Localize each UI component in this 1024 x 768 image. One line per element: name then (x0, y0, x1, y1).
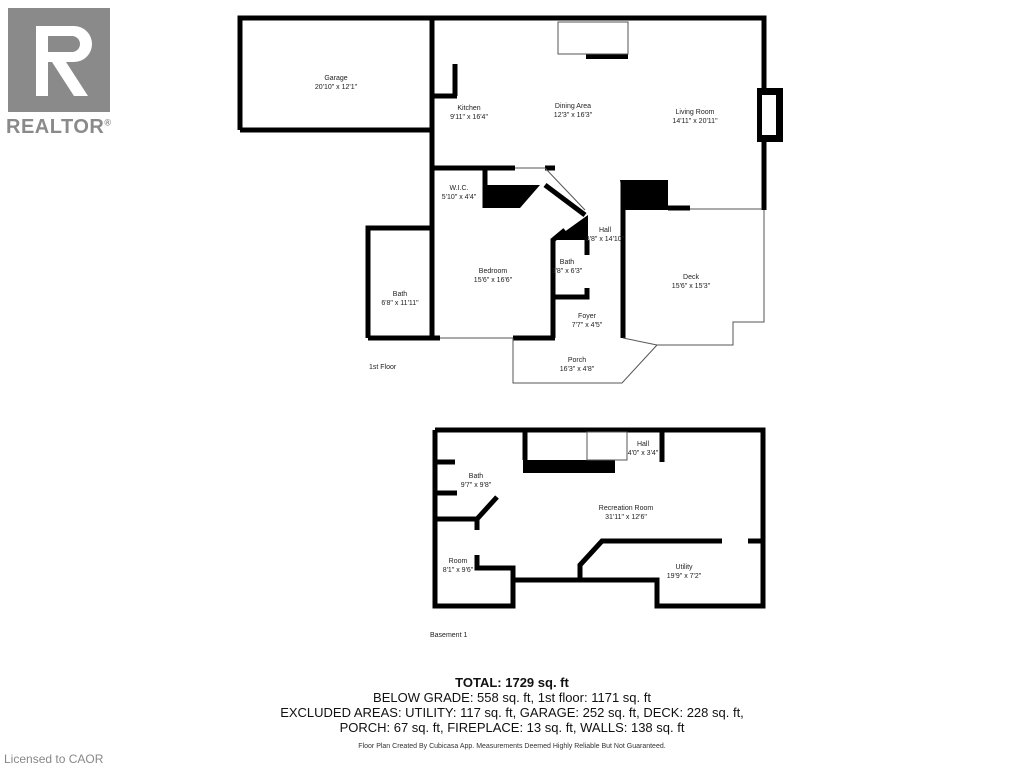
room-name: Living Room (676, 109, 715, 116)
room-name: Bath (393, 291, 408, 298)
floor-label: 1st Floor (369, 364, 397, 371)
basement-walls (432, 427, 766, 609)
room-name: Bath (560, 259, 575, 266)
room-name: Deck (683, 274, 699, 281)
room-dims: 4'0" x 3'4" (628, 450, 659, 457)
logo-text: REALTOR (6, 116, 105, 138)
room-name: Garage (324, 75, 347, 82)
room-dims: 19'9" x 7'2" (667, 573, 702, 580)
room-name: Bedroom (479, 268, 508, 275)
room-dims: 16'3" x 4'8" (560, 366, 595, 373)
room-name: Bath (469, 473, 484, 480)
first-floor-labels: Garage 20'10" x 12'1" Kitchen 9'11" x 16… (315, 75, 718, 373)
room-name: Hall (599, 227, 612, 234)
room-dims: 6'8" x 11'11" (381, 300, 419, 307)
room-name: Foyer (578, 313, 597, 320)
room-dims: 20'10" x 12'1" (315, 84, 358, 91)
room-name: Utility (675, 564, 693, 571)
room-name: Porch (568, 357, 586, 364)
logo-mark: ® (104, 117, 112, 128)
basement-fills (523, 460, 615, 473)
room-dims: 7'7" x 4'5" (572, 322, 603, 329)
first-floor-fills (485, 54, 783, 240)
realtor-logo: REALTOR® (6, 8, 126, 143)
room-dims: 5'10" x 4'4" (442, 194, 477, 201)
room-dims: 3'8" x 6'3" (552, 268, 583, 275)
room-name: Room (449, 558, 468, 565)
first-floor-walls (237, 15, 767, 341)
room-name: Dining Area (555, 103, 591, 110)
license-text: Licensed to CAOR (4, 752, 104, 766)
room-dims: 8'1" x 9'6" (443, 567, 474, 574)
room-dims: 15'6" x 15'3" (672, 283, 711, 290)
area-line-1: BELOW GRADE: 558 sq. ft, 1st floor: 1171… (373, 690, 651, 705)
credit-note: Floor Plan Created By Cubicasa App. Meas… (358, 743, 666, 750)
room-dims: 12'3" x 16'3" (554, 112, 593, 119)
room-dims: 31'11" x 12'6" (605, 514, 647, 521)
thin-lines (440, 21, 765, 384)
room-dims: 9'11" x 16'4" (450, 114, 488, 121)
room-name: W.I.C. (449, 185, 468, 192)
room-dims: 9'7" x 9'8" (461, 482, 492, 489)
room-name: Recreation Room (599, 505, 654, 512)
room-name: Kitchen (457, 105, 480, 112)
room-dims: 14'11" x 20'11" (672, 118, 718, 125)
room-dims: 3'8" x 14'10" (586, 236, 625, 243)
total-area: TOTAL: 1729 sq. ft (455, 675, 569, 690)
area-line-2: EXCLUDED AREAS: UTILITY: 117 sq. ft, GAR… (280, 705, 744, 720)
area-line-3: PORCH: 67 sq. ft, FIREPLACE: 13 sq. ft, … (339, 720, 685, 735)
room-name: Hall (637, 441, 650, 448)
room-dims: 15'6" x 16'6" (474, 277, 513, 284)
floor-label: Basement 1 (430, 632, 467, 639)
basement-labels: Hall 4'0" x 3'4" Bath 9'7" x 9'8" Recrea… (430, 441, 702, 639)
